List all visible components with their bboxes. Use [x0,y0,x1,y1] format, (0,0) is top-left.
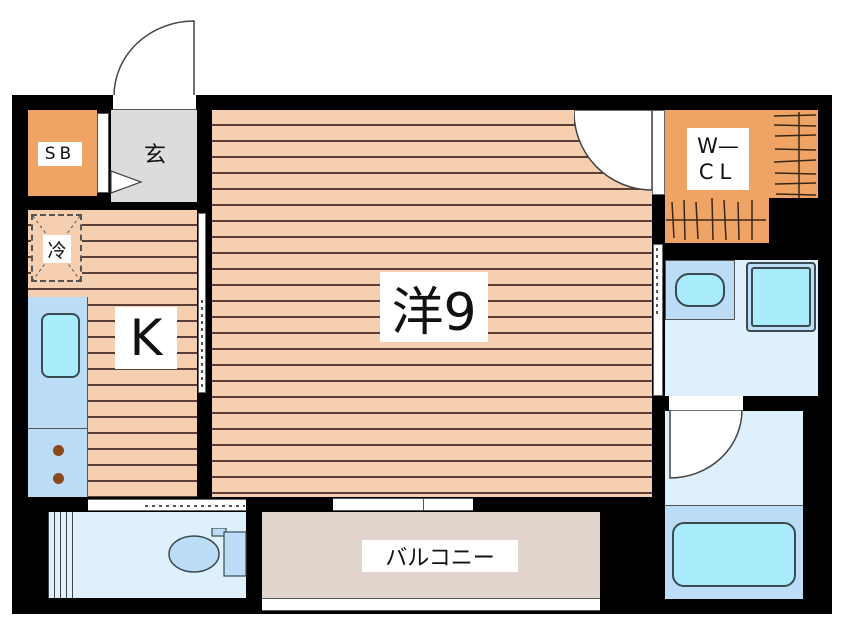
shoe-box-label: SB [38,142,82,166]
balcony-window[interactable] [333,498,473,511]
washroom-sliding-door-track [656,248,658,318]
walk-in-closet-label-line1: W— [697,134,739,158]
balcony-edge [262,599,600,611]
western-room-label: 洋9 [380,272,488,343]
kitchen-label: K [115,307,177,369]
walk-in-closet-label-line2: CL [698,160,738,184]
closet-hanger-rail-icon [773,112,817,198]
refrigerator-space: 冷 [31,214,82,282]
stove-burner-icon [53,445,64,456]
toilet-bowl-icon[interactable] [168,528,248,582]
washroom-sliding-door[interactable] [653,244,663,396]
closet-hanger-rail-icon [666,197,766,241]
washing-machine-space [746,262,816,332]
entrance-step-arrow-icon [110,170,143,194]
refrigerator-label: 冷 [43,235,71,263]
wash-basin[interactable] [675,273,725,307]
balcony-label: バルコニー [362,540,518,572]
walk-in-closet-label: W— CL [687,128,749,190]
kitchen-sliding-door-track [201,300,203,390]
stove-divider [28,428,88,429]
balcony-window-divider [423,498,424,511]
entrance-door-opening [113,95,196,110]
kitchen-sink[interactable] [41,313,80,378]
toilet-sliding-door-track [145,505,245,507]
room-door-swing-icon [574,110,653,191]
bathroom-door-opening [669,396,743,411]
bathroom-door-swing-icon [669,410,743,479]
shoe-box-door [97,113,109,193]
toilet-steps [48,512,78,598]
refrigerator-x-icon [33,216,80,280]
washing-machine [751,267,811,327]
closet-door[interactable] [652,110,665,195]
entrance-label: 玄 [143,143,166,168]
stove-burner-icon [53,473,64,484]
bathtub[interactable] [672,522,796,587]
entrance-door-swing-icon [113,20,195,97]
